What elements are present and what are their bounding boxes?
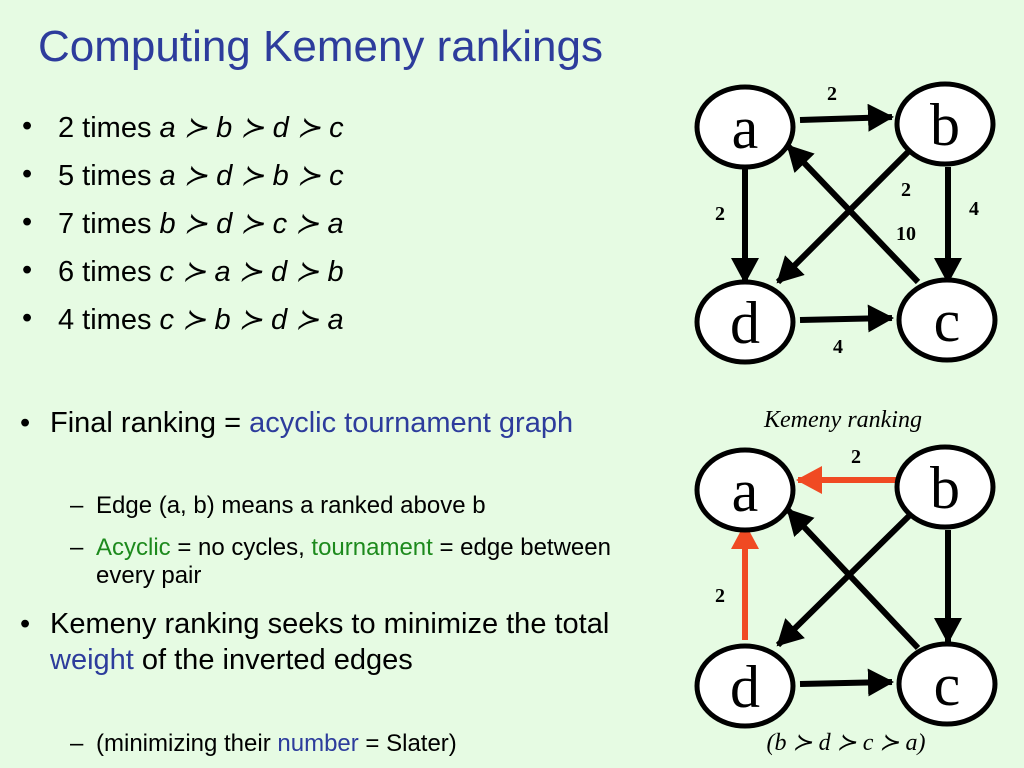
vote-ranking: c ≻ a ≻ d ≻ b: [159, 256, 344, 288]
vote-count: 7 times: [58, 208, 152, 240]
weight-c-a: 10: [896, 223, 916, 245]
kemeny-caption: Kemeny ranking: [763, 407, 922, 433]
node-c: [896, 641, 998, 727]
node-d: [694, 643, 796, 729]
edge-b-d: [775, 147, 913, 285]
vote-count: 5 times: [58, 160, 152, 192]
node-label-b: b: [930, 455, 960, 521]
kemeny-result-ranking: (b ≻ d ≻ c ≻ a): [767, 730, 926, 756]
weight-a-b: 2: [827, 83, 837, 105]
bullet-dot: •: [22, 158, 33, 190]
node-label-a: a: [732, 458, 759, 524]
node-a: [694, 447, 796, 533]
edge-b-d: [775, 512, 913, 648]
vote-ranking: b ≻ d ≻ c ≻ a: [159, 208, 344, 240]
tournament-term: tournament: [311, 534, 433, 561]
bullet-dot: •: [22, 302, 33, 334]
weight-term: weight: [50, 644, 134, 676]
weight-d-c: 4: [833, 336, 843, 358]
number-term: number: [277, 730, 359, 757]
vote-ranking: c ≻ b ≻ d ≻ a: [159, 304, 344, 336]
node-label-c: c: [934, 652, 961, 718]
vote-count: 2 times: [58, 112, 152, 144]
bullet-dot: •: [22, 254, 33, 286]
edge-a-b: [799, 103, 894, 132]
node-b: [894, 444, 996, 530]
bullet-dot: •: [22, 206, 33, 238]
acyclic-tournament-term: acyclic tournament graph: [249, 407, 574, 439]
node-label-b: b: [930, 92, 960, 158]
edge-d-c: [799, 668, 894, 697]
node-label-a: a: [732, 95, 759, 161]
node-c: [896, 277, 998, 363]
node-label-c: c: [934, 288, 961, 354]
node-b: [894, 81, 996, 167]
vote-count: 4 times: [58, 304, 152, 336]
edge-c-a: [785, 143, 921, 285]
node-a: [694, 84, 796, 170]
bullet-dot: •: [20, 407, 31, 439]
weight-a-d: 2: [715, 203, 725, 225]
node-d: [694, 279, 796, 365]
top-graph: a b d c 2 2 2 10 4 4: [694, 81, 998, 365]
bottom-graph: Kemeny ranking a b d c 2 2 (b ≻ d ≻ c ≻ …: [694, 407, 998, 756]
acyclic-term: Acyclic: [96, 534, 171, 561]
weight-b-a: 2: [851, 446, 861, 468]
weight-d-a: 2: [715, 585, 725, 607]
page-title: Computing Kemeny rankings: [38, 22, 603, 71]
weight-b-d: 2: [901, 179, 911, 201]
edge-c-a: [785, 507, 921, 651]
bullet-dot: •: [22, 110, 33, 142]
node-label-d: d: [730, 290, 760, 356]
edge-d-c: [799, 304, 894, 333]
vote-ranking: a ≻ d ≻ b ≻ c: [159, 160, 344, 192]
vote-count: 6 times: [58, 256, 152, 288]
bullet-dot: •: [20, 608, 31, 640]
node-label-d: d: [730, 654, 760, 720]
weight-b-c: 4: [969, 198, 979, 220]
vote-ranking: a ≻ b ≻ d ≻ c: [159, 112, 344, 144]
